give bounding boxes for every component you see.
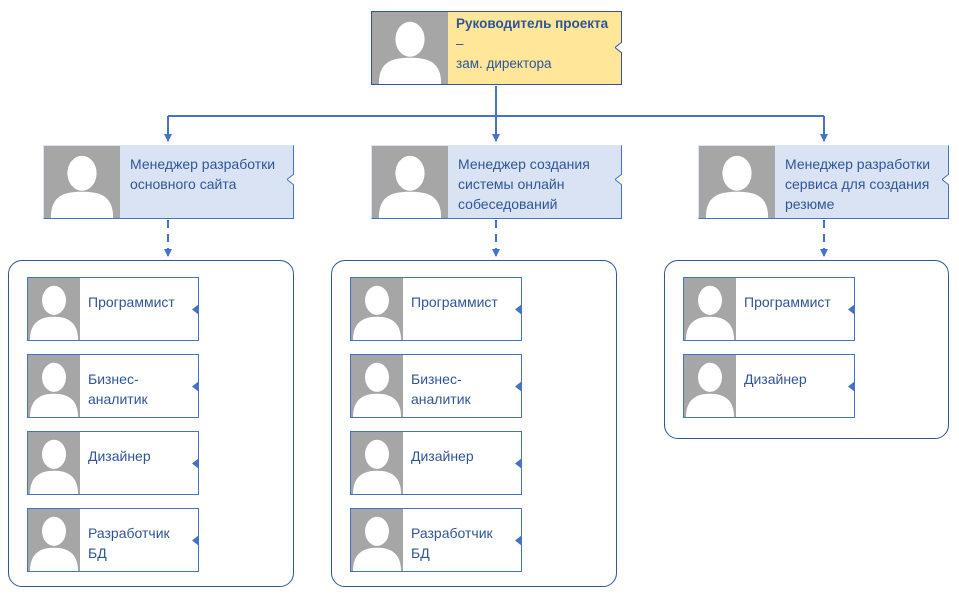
avatar-placeholder: [372, 12, 448, 84]
avatar-placeholder: [28, 509, 80, 571]
employee-role-label: Бизнес- аналитик: [411, 371, 471, 407]
project-lead-card[interactable]: Руководитель проекта – зам. директора: [371, 11, 622, 85]
project-lead-dash: –: [456, 36, 464, 51]
avatar-placeholder: [699, 146, 775, 218]
notch-icon: [848, 381, 855, 392]
notch-icon: [192, 381, 199, 392]
employee-role-label: Программист: [411, 294, 498, 310]
avatar-placeholder: [372, 146, 448, 218]
employee-role-label: Программист: [88, 294, 175, 310]
avatar-placeholder: [28, 278, 80, 340]
employee-role-label: Дизайнер: [411, 448, 474, 464]
employee-role-label: Бизнес- аналитик: [88, 371, 148, 407]
employee-card[interactable]: Бизнес- аналитик: [350, 354, 522, 418]
manager-label: Менеджер разработки основного сайта: [130, 156, 276, 192]
notch-icon: [848, 304, 855, 315]
project-lead-subtitle: зам. директора: [456, 56, 552, 71]
employee-role-label: Разработчик БД: [88, 525, 170, 561]
notch-icon: [192, 535, 199, 546]
notch-icon: [192, 304, 199, 315]
notch-icon: [615, 174, 622, 185]
manager-label: Менеджер разработки сервиса для создания…: [785, 156, 931, 212]
employee-card[interactable]: Программист: [683, 277, 855, 341]
avatar-placeholder: [351, 432, 403, 494]
manager-card-1[interactable]: Менеджер разработки основного сайта: [43, 145, 294, 219]
employee-card[interactable]: Дизайнер: [350, 431, 522, 495]
avatar-placeholder: [351, 509, 403, 571]
notch-icon: [515, 381, 522, 392]
avatar-placeholder: [28, 355, 80, 417]
manager-label: Менеджер создания системы онлайн собесед…: [458, 156, 590, 212]
avatar-placeholder: [684, 278, 736, 340]
project-lead-title: Руководитель проекта: [456, 16, 609, 31]
avatar-placeholder: [44, 146, 120, 218]
notch-icon: [515, 535, 522, 546]
employee-card[interactable]: Разработчик БД: [27, 508, 199, 572]
avatar-placeholder: [28, 432, 80, 494]
avatar-placeholder: [684, 355, 736, 417]
team-group-1: [8, 260, 294, 587]
employee-card[interactable]: Разработчик БД: [350, 508, 522, 572]
employee-role-label: Программист: [744, 294, 831, 310]
team-group-3: [664, 260, 949, 439]
manager-card-2[interactable]: Менеджер создания системы онлайн собесед…: [371, 145, 622, 219]
employee-card[interactable]: Бизнес- аналитик: [27, 354, 199, 418]
notch-icon: [192, 458, 199, 469]
notch-icon: [942, 174, 949, 185]
employee-card[interactable]: Дизайнер: [683, 354, 855, 418]
avatar-placeholder: [351, 355, 403, 417]
notch-icon: [615, 42, 622, 53]
notch-icon: [515, 458, 522, 469]
employee-role-label: Разработчик БД: [411, 525, 493, 561]
employee-role-label: Дизайнер: [88, 448, 151, 464]
employee-card[interactable]: Дизайнер: [27, 431, 199, 495]
employee-role-label: Дизайнер: [744, 371, 807, 387]
avatar-placeholder: [351, 278, 403, 340]
employee-card[interactable]: Программист: [27, 277, 199, 341]
team-group-2: [331, 260, 617, 587]
notch-icon: [287, 174, 294, 185]
notch-icon: [515, 304, 522, 315]
employee-card[interactable]: Программист: [350, 277, 522, 341]
manager-card-3[interactable]: Менеджер разработки сервиса для создания…: [698, 145, 949, 219]
